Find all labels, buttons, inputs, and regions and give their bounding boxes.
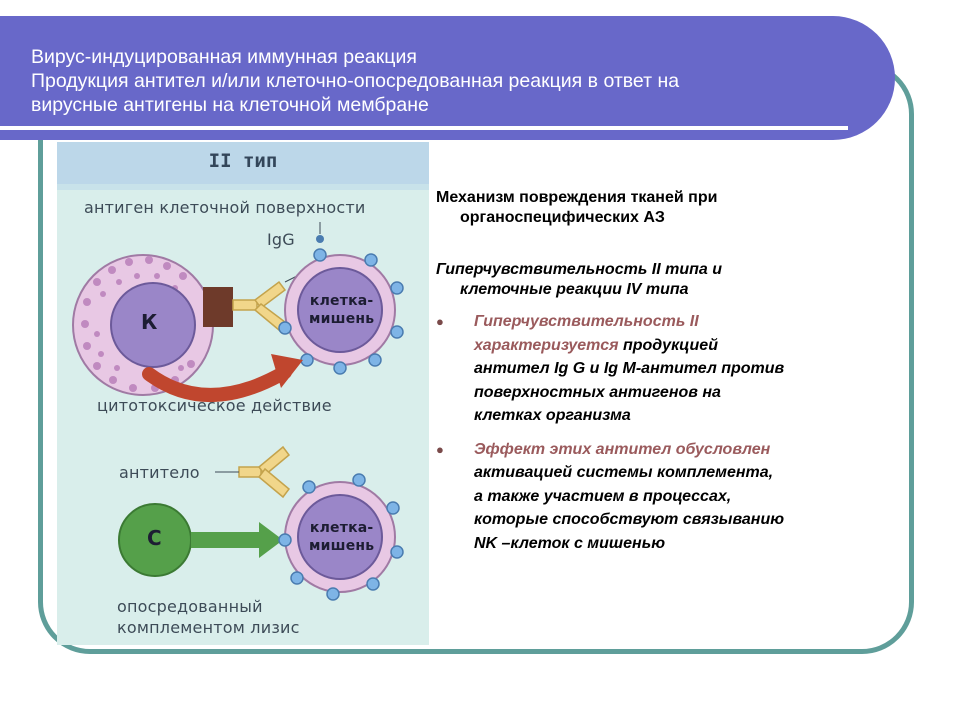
igg-antibody — [232, 280, 287, 332]
mechanism-heading: Механизм повреждения тканей при органосп… — [436, 188, 896, 228]
cytotoxic-arrow — [142, 365, 292, 402]
bullet1-line-5: клетках организма — [474, 407, 631, 424]
immune-diagram — [72, 222, 404, 601]
type-ii-figure: II тип — [57, 142, 429, 645]
lysis-label-line-1: опосредованный — [117, 597, 263, 616]
bullet-dot-icon: ● — [436, 441, 444, 457]
mechanism-line-1: Механизм повреждения тканей при — [436, 189, 718, 206]
bullet1-line-1: Гиперчувствительность II — [474, 313, 699, 330]
cytotoxic-label: цитотоксическое действие — [97, 396, 332, 415]
bullet-item-2: ● Эффект этих антител обусловлен активац… — [436, 438, 896, 556]
bullet2-line-4: которые способствуют связыванию — [474, 511, 785, 528]
bullet1-line-3: антител Ig G и Ig M-антител против — [474, 360, 785, 377]
antigen-label: антиген клеточной поверхности — [84, 198, 366, 217]
fc-receptor — [203, 287, 233, 327]
bullet1-line-2: характеризуется продукцией — [474, 334, 896, 358]
c-label: С — [147, 526, 162, 550]
title-line-3: вирусные антигены на клеточной мембране — [31, 94, 429, 116]
bullet1-black-segment: продукцией — [618, 336, 718, 354]
bullet2-line-3: а также участием в процессах, — [474, 487, 732, 505]
target-label-upper-line-1: клетка- — [309, 293, 374, 309]
hyper-line-2: клеточные реакции IV типа — [460, 281, 689, 298]
lysis-arrow — [191, 532, 261, 548]
bullet1-red-segment: характеризуется — [474, 336, 619, 354]
figure-title-band — [57, 142, 429, 184]
slide-title: Вирус-индуцированная иммунная реакция Пр… — [31, 45, 851, 117]
k-cell — [72, 254, 214, 396]
title-banner: Вирус-индуцированная иммунная реакция Пр… — [0, 16, 895, 140]
target-cell-lower — [278, 473, 404, 601]
antibody-lower — [238, 445, 291, 499]
target-cell-upper — [278, 222, 404, 375]
figure-band-stripe — [57, 184, 429, 190]
bullet1-line-4: поверхностных антигенов на — [474, 383, 721, 401]
hypersensitivity-heading: Гиперчувствительность II типа и клеточны… — [436, 260, 896, 300]
target-label-lower-line-1: клетка- — [309, 520, 374, 536]
antibody-label: антитело — [119, 463, 200, 482]
figure-title: II тип — [208, 150, 278, 172]
title-line-2: Продукция антител и/или клеточно-опосред… — [31, 70, 680, 92]
title-line-1: Вирус-индуцированная иммунная реакция — [31, 46, 417, 68]
target-label-lower: клетка- мишень — [309, 519, 374, 555]
mechanism-line-2: органоспецифических АЗ — [460, 209, 665, 226]
cytotoxic-arrowhead — [271, 354, 303, 388]
target-label-upper-line-2: мишень — [309, 311, 375, 327]
bullet2-line-5: NK –клеток с мишенью — [474, 534, 666, 552]
title-underline — [0, 126, 848, 130]
bullet2-line-2: активацией системы комплемента, — [474, 464, 774, 481]
hyper-line-1: Гиперчувствительность II типа и — [436, 261, 722, 278]
lysis-label: опосредованный комплементом лизис — [117, 596, 300, 638]
text-column: Механизм повреждения тканей при органосп… — [436, 188, 896, 555]
target-label-upper: клетка- мишень — [309, 292, 374, 328]
igg-label: IgG — [267, 230, 295, 249]
target-label-lower-line-2: мишень — [309, 538, 375, 554]
k-label: К — [141, 310, 158, 334]
lysis-label-line-2: комплементом лизис — [117, 618, 300, 637]
bullet2-line-1: Эффект этих антител обусловлен — [474, 440, 771, 458]
bullet-dot-icon: ● — [436, 314, 444, 329]
lysis-arrowhead — [259, 522, 283, 558]
bullet-item-1: ● Гиперчувствительность II характеризует… — [436, 310, 896, 428]
